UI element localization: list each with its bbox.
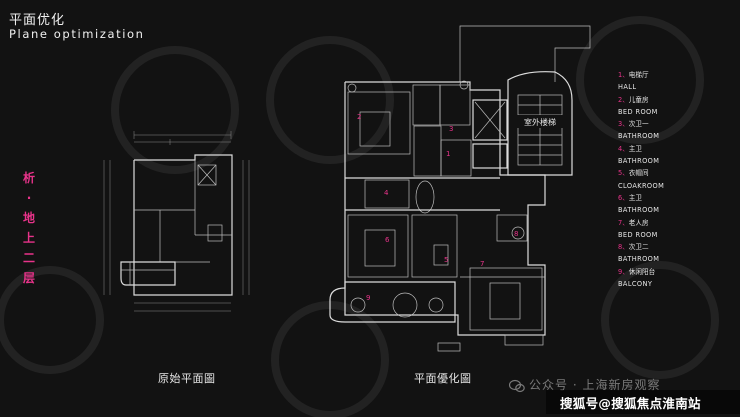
- footer-bar: [546, 390, 740, 414]
- plan-number-7: 7: [480, 260, 484, 268]
- outdoor-stairs-label: 室外楼梯: [524, 117, 556, 127]
- wechat-watermark: 公众号 · 上海新房观察: [509, 376, 660, 393]
- plan-number-6: 6: [385, 236, 390, 244]
- legend-item-en: BALCONY: [618, 280, 653, 289]
- legend-item: 2、儿童房: [618, 95, 649, 104]
- plan-number-8: 8: [514, 230, 518, 238]
- watermark-emblems: [0, 16, 719, 417]
- plan-number-3: 3: [449, 125, 453, 133]
- room-legend: 1、电梯厅 HALL 2、儿童房 BED ROOM 3、次卫一 BATHROOM…: [618, 69, 664, 290]
- side-title-char: ·: [26, 191, 32, 205]
- legend-item: 5、衣帽间: [618, 169, 649, 178]
- page-title-en: Plane optimization: [9, 27, 145, 41]
- page-title-cn: 平面优化: [9, 13, 66, 28]
- side-title-char: 析: [22, 171, 35, 185]
- legend-item-en: BATHROOM: [618, 157, 660, 166]
- wechat-icon: [509, 379, 525, 392]
- side-title-char: 二: [22, 251, 35, 265]
- caption-original-plan: 原始平面圖: [158, 372, 216, 385]
- caption-optimized-plan: 平面優化圖: [414, 372, 472, 385]
- watermark-text: 公众号 · 上海新房观察: [529, 378, 661, 392]
- optimized-floor-plan: 室外楼梯 1 2 3 4: [329, 25, 591, 352]
- legend-item: 7、老人房: [618, 218, 649, 227]
- legend-item-en: BED ROOM: [618, 230, 658, 239]
- plan-number-1: 1: [446, 150, 450, 158]
- legend-item-en: BATHROOM: [618, 206, 660, 215]
- side-title-char: 上: [22, 231, 35, 245]
- legend-item-en: BED ROOM: [618, 107, 658, 116]
- footer-source: 搜狐号@搜狐焦点淮南站: [560, 396, 701, 411]
- legend-item: 4、主卫: [618, 144, 642, 153]
- plan-number-5: 5: [444, 256, 448, 264]
- legend-item-en: HALL: [618, 83, 637, 92]
- legend-item-en: CLOAKROOM: [618, 181, 665, 190]
- side-title: 析 · 地 上 二 层: [18, 168, 40, 288]
- side-title-char: 地: [22, 211, 35, 225]
- plan-number-4: 4: [384, 189, 389, 197]
- legend-item: 3、次卫一: [618, 120, 649, 129]
- legend-item: 6、主卫: [618, 193, 642, 202]
- original-floor-plan: [103, 131, 250, 312]
- plan-number-9: 9: [366, 294, 370, 302]
- legend-item: 1、电梯厅: [618, 71, 649, 79]
- legend-item: 8、次卫二: [618, 243, 649, 252]
- plan-number-2: 2: [357, 113, 361, 121]
- legend-item-en: BATHROOM: [618, 132, 660, 141]
- side-title-char: 层: [22, 271, 35, 285]
- legend-item: 9、休闲阳台: [618, 267, 656, 276]
- legend-item-en: BATHROOM: [618, 255, 660, 264]
